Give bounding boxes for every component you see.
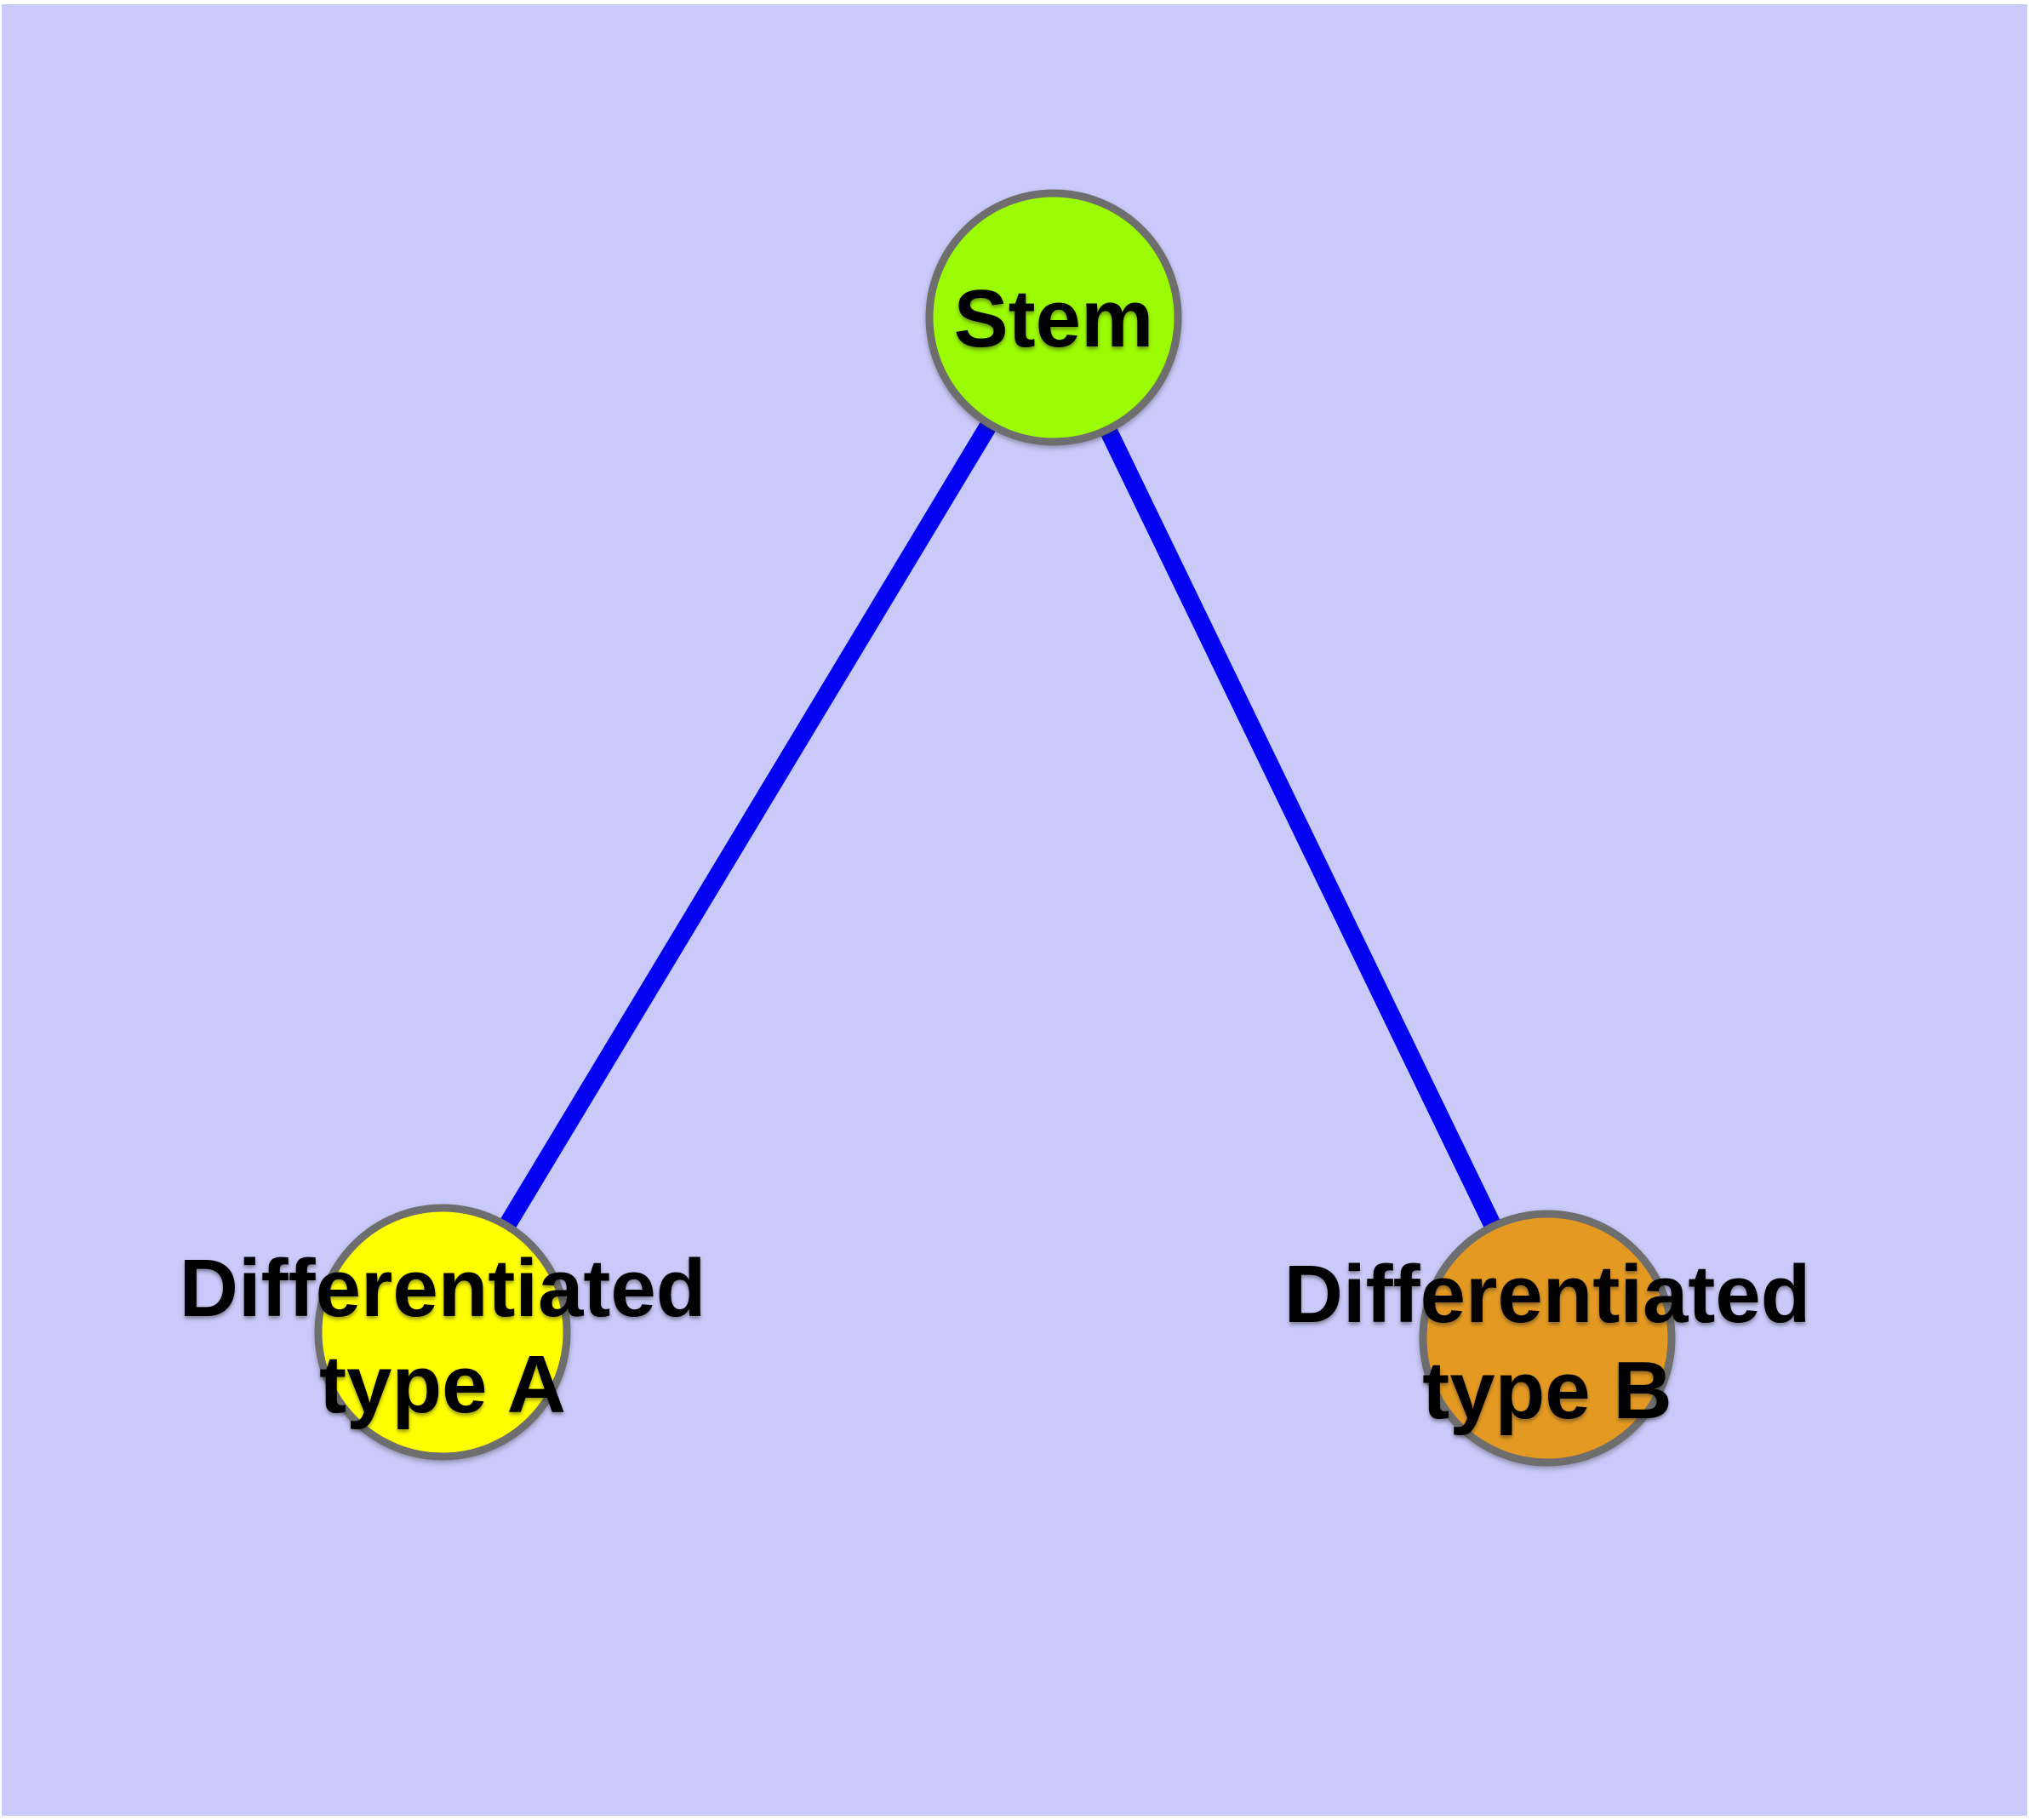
node-differentiated-type-a-label-line1: Differentiated [180,1243,706,1334]
node-differentiated-type-b-label-line2: type B [1422,1345,1672,1436]
node-stem-circle [925,189,1182,446]
node-differentiated-type-b-circle [1419,1210,1676,1467]
node-differentiated-type-a-label-line2: type A [319,1339,566,1430]
node-differentiated-type-b-label-line1: Differentiated [1284,1249,1811,1340]
node-stem-label: Stem [954,273,1154,364]
node-differentiated-type-a-circle [314,1204,571,1461]
edge-stem-to-type-a [435,312,1061,1337]
edge-stem-to-type-b [1045,313,1556,1342]
